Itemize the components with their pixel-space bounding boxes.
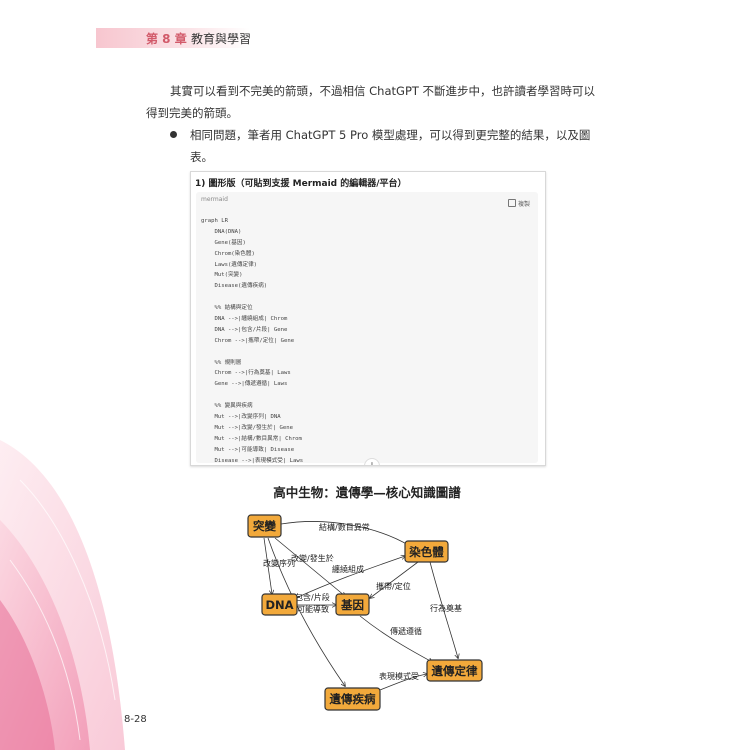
page-decoration	[0, 0, 130, 750]
node-gene: 基因	[335, 593, 370, 616]
copy-icon	[507, 199, 516, 207]
code-screenshot-panel: 1) 圖形版（可貼到支援 Mermaid 的編輯器/平台） mermaid 複製…	[190, 171, 546, 466]
code-line: Laws(遺傳定律)	[201, 261, 258, 268]
code-line: DNA -->|包含/片段| Gene	[201, 326, 288, 333]
code-line: DNA(DNA)	[201, 228, 242, 235]
edge-label-mut-chrom: 結構/數目異常	[319, 522, 370, 532]
edge-label-disease-laws: 表現模式受	[379, 671, 419, 681]
code-line: DNA -->|纏繞組成| Chrom	[201, 316, 288, 323]
node-chromosome: 染色體	[404, 540, 449, 563]
page-number: 8-28	[124, 714, 147, 725]
code-line: Gene(基因)	[201, 239, 246, 246]
edge-label-mut-disease: 可能導致	[297, 604, 329, 614]
bullet-dot-icon	[170, 131, 177, 138]
edge-label-chrom-gene: 攜帶/定位	[376, 581, 411, 591]
copy-button[interactable]: 複製	[507, 199, 530, 208]
code-line: Disease(遺傳疾病)	[201, 283, 268, 290]
edge-chrom-gene	[370, 561, 419, 598]
node-genetic-disease-label: 遺傳疾病	[329, 692, 376, 706]
node-gene-label: 基因	[340, 598, 364, 612]
node-genetic-laws-label: 遺傳定律	[431, 664, 478, 678]
code-line: %% 變異與疾病	[201, 403, 253, 410]
code-line: %% 規則層	[201, 359, 242, 366]
code-line: Mut -->|改變/發生於| Gene	[201, 424, 293, 431]
code-line: Mut -->|結構/數目異常| Chrom	[201, 435, 302, 442]
code-line: Mut -->|可能導致| Disease	[201, 446, 295, 453]
panel-title: 1) 圖形版（可貼到支援 Mermaid 的編輯器/平台）	[195, 179, 407, 189]
edge-label-chrom-laws: 行為奠基	[430, 603, 462, 613]
edge-label-dna-gene: 包含/片段	[295, 592, 330, 602]
chapter-header-band	[96, 28, 250, 48]
edge-label-mut-gene: 改變/發生於	[291, 553, 334, 563]
body-paragraph: 其實可以看到不完美的箭頭，不過相信 ChatGPT 不斷進步中，也許讀者學習時可…	[146, 84, 596, 120]
node-chromosome-label: 染色體	[408, 545, 444, 559]
edge-label-dna-chrom: 纏繞組成	[332, 564, 364, 574]
code-line: Chrom(染色體)	[201, 250, 255, 257]
node-mutation-label: 突變	[253, 519, 276, 533]
edge-mut-chrom	[280, 521, 410, 546]
bullet-text: 相同問題，筆者用 ChatGPT 5 Pro 模型處理，可以得到更完整的結果，以…	[190, 128, 591, 164]
code-line: %% 結構與定位	[201, 305, 253, 312]
copy-label: 複製	[517, 201, 530, 208]
code-line: Chrom -->|攜帶/定位| Gene	[201, 337, 295, 344]
node-mutation: 突變	[247, 514, 282, 538]
edge-gene-laws	[359, 615, 432, 662]
code-line: Mut(突變)	[201, 272, 243, 279]
chapter-title: 教育與學習	[191, 32, 252, 46]
code-line: Disease -->|表現模式受| Laws	[201, 457, 304, 464]
code-line: Chrom -->|行為奠基| Laws	[201, 370, 291, 377]
node-genetic-disease: 遺傳疾病	[324, 687, 381, 711]
code-line: graph LR	[201, 218, 228, 224]
code-language-label: mermaid	[201, 196, 228, 203]
node-dna-label: DNA	[265, 598, 293, 612]
edge-label-mut-dna: 改變序列	[263, 558, 295, 568]
edge-disease-laws	[379, 674, 427, 691]
node-dna: DNA	[261, 593, 298, 616]
edge-mut-gene	[274, 537, 345, 596]
code-block: mermaid 複製 graph LR DNA(DNA) Gene(基因) Ch…	[196, 192, 538, 465]
node-genetic-laws: 遺傳定律	[426, 659, 483, 682]
diagram-title: 高中生物：遺傳學—核心知識圖譜	[273, 485, 461, 500]
edge-mut-disease	[267, 537, 345, 686]
edge-chrom-laws	[429, 561, 458, 658]
edge-mut-dna	[263, 537, 272, 594]
code-lines: graph LR DNA(DNA) Gene(基因) Chrom(染色體) La…	[201, 216, 304, 465]
edge-dna-chrom	[295, 556, 405, 599]
chapter-number: 第 8 章	[146, 32, 187, 46]
code-line: Mut -->|改變序列| DNA	[201, 414, 281, 421]
code-line: Gene -->|傳遞遵循| Laws	[201, 381, 288, 388]
edge-label-gene-laws: 傳遞遵循	[390, 626, 422, 636]
